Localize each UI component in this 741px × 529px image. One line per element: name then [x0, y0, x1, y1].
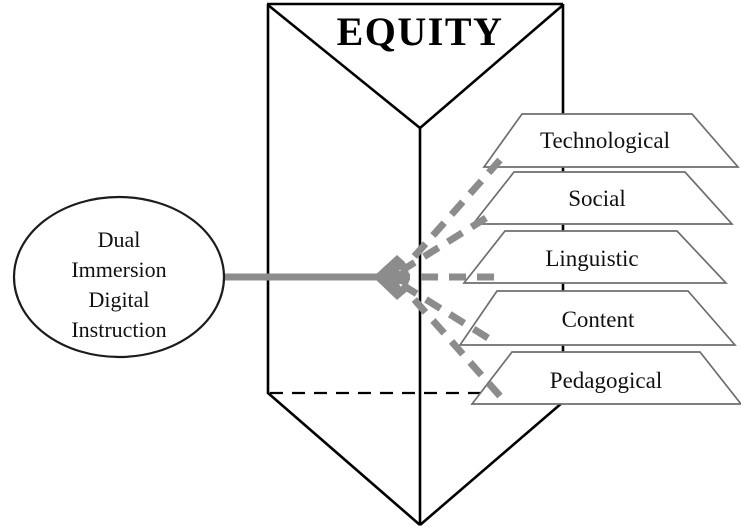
- prism-title: EQUITY: [337, 9, 504, 54]
- layer-linguistic-label: Linguistic: [545, 246, 638, 271]
- prism-top-face: [268, 4, 563, 127]
- layer-stack: Technological Social Linguistic Content …: [458, 113, 741, 405]
- layer-social-shape[interactable]: [471, 171, 734, 225]
- connector-social: [399, 215, 488, 274]
- layer-technological[interactable]: Technological: [482, 113, 740, 168]
- source-node[interactable]: Dual Immersion Digital Instruction: [12, 195, 226, 359]
- layer-content-shape[interactable]: [458, 290, 737, 346]
- layer-linguistic[interactable]: Linguistic: [462, 230, 728, 284]
- connectors: [221, 157, 503, 399]
- layer-content-label: Content: [562, 307, 635, 332]
- prism-top-left-diagonal: [267, 3, 421, 130]
- prism-top-right-diagonal: [419, 4, 564, 129]
- layer-pedagogical-shape[interactable]: [470, 351, 741, 405]
- layer-pedagogical[interactable]: Pedagogical: [470, 351, 741, 405]
- connector-content: [399, 281, 490, 341]
- connector-technological: [401, 157, 503, 271]
- source-node-line-3: Digital: [88, 287, 149, 312]
- layer-content[interactable]: Content: [458, 290, 737, 346]
- convergence-arrowhead: [373, 255, 410, 300]
- source-node-ellipse[interactable]: [12, 195, 226, 359]
- connector-pedagogical: [401, 285, 503, 399]
- source-node-line-1: Dual: [98, 227, 141, 252]
- prism-bottom-right-diagonal: [419, 401, 564, 526]
- layer-social-label: Social: [568, 186, 626, 211]
- prism-front-left-face: [268, 4, 420, 525]
- layer-social[interactable]: Social: [471, 171, 734, 225]
- layer-linguistic-shape[interactable]: [462, 230, 728, 284]
- source-node-line-4: Instruction: [71, 317, 166, 342]
- prism-bottom-left-diagonal: [267, 392, 421, 526]
- layer-technological-label: Technological: [540, 128, 670, 153]
- layer-technological-shape[interactable]: [482, 113, 740, 168]
- layer-pedagogical-label: Pedagogical: [550, 368, 662, 393]
- source-node-line-2: Immersion: [71, 257, 166, 282]
